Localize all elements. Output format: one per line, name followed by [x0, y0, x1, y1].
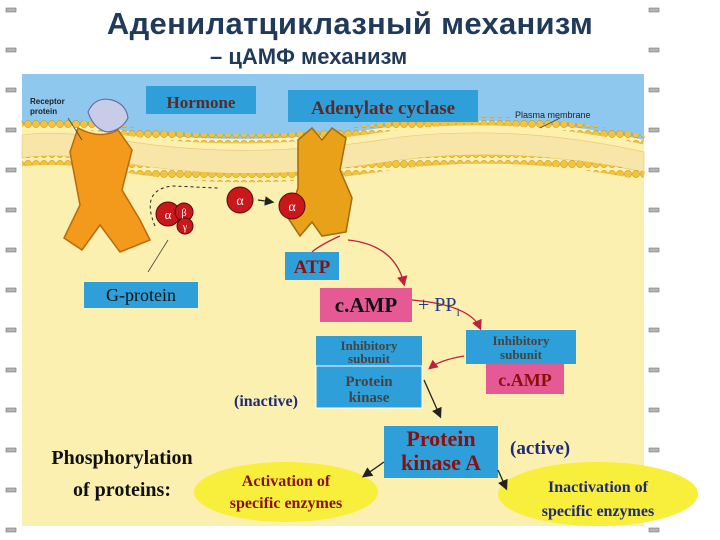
- g-alpha-moving-1-symbol: α: [236, 194, 244, 209]
- ppi-label: + PPi: [418, 294, 461, 319]
- inhibitory-left-1: Inhibitory: [340, 338, 398, 353]
- adenylate-cyclase-protein: [287, 126, 353, 238]
- inhibitory-subunit-right-box: [466, 330, 576, 364]
- inhibitory-right-1: Inhibitory: [492, 333, 550, 348]
- camp-label: c.AMP: [335, 293, 398, 317]
- cyclase-to-camp-arrow: [347, 239, 408, 287]
- g-alpha-symbol: α: [165, 207, 172, 222]
- binder-rings-left: [5, 7, 17, 533]
- inactive-label: (inactive): [234, 393, 298, 410]
- g-protein-path-arrow: [149, 185, 219, 227]
- active-label: (active): [510, 438, 570, 459]
- kinase-to-active-arrow: [423, 379, 442, 419]
- receptor-protein-label-2: protein: [30, 107, 57, 116]
- protein-kinase-left-2: kinase: [349, 390, 390, 406]
- page-title: Аденилатциклазный механизм: [106, 6, 594, 41]
- g-protein-label: G-protein: [106, 285, 176, 305]
- phosphorylation-label-2: of proteins:: [73, 479, 171, 501]
- g-alpha-moving-2-symbol: α: [288, 200, 296, 215]
- phosphorylation-label-1: Phosphorylation: [51, 447, 192, 469]
- inhibitory-left-2: subunit: [348, 351, 391, 366]
- kinase-to-inactivation-arrow: [497, 469, 508, 491]
- plasma-membrane-label: Plasma membrane: [515, 110, 591, 120]
- inactivation-label-2: specific enzymes: [542, 503, 654, 520]
- camp-right-label: c.AMP: [498, 370, 551, 390]
- camp-to-inhibitory-arrow: [411, 299, 482, 331]
- receptor-protein-label-1: Receptor: [30, 97, 65, 106]
- g-protein-pointer: [147, 239, 169, 273]
- g-gamma-symbol: γ: [182, 222, 188, 233]
- protein-kinase-a-1: Protein: [406, 426, 475, 451]
- inactivation-label-1: Inactivation of: [548, 479, 649, 496]
- inhibitory-subunit-left-box: [316, 336, 422, 366]
- camp-label-box: [320, 288, 412, 322]
- inhibitory-right-2: subunit: [500, 347, 543, 362]
- activation-label-1: Activation of: [242, 473, 331, 490]
- hormone-molecule: [87, 98, 129, 133]
- page-subtitle: – цАМФ механизм: [210, 44, 408, 69]
- protein-kinase-a-2: kinase A: [401, 450, 481, 475]
- g-gamma-subunit: [176, 217, 194, 235]
- g-beta-symbol: β: [181, 208, 186, 219]
- atp-label-box: [285, 252, 339, 280]
- protein-kinase-a-box: [384, 426, 498, 478]
- protein-kinase-left-1: Protein: [345, 374, 393, 390]
- protein-kinase-left-box: [315, 365, 423, 409]
- g-protein-label-box: [84, 282, 198, 308]
- inactivation-oval: [498, 462, 698, 526]
- receptor-pointer: [67, 117, 83, 141]
- activation-oval: [194, 462, 378, 522]
- activation-label-2: specific enzymes: [230, 495, 342, 512]
- atp-label: ATP: [294, 257, 331, 278]
- cyclase-to-atp-arrow: [311, 235, 341, 253]
- hormone-label: Hormone: [167, 93, 236, 112]
- camp-bind-arrow: [428, 355, 465, 370]
- g-alpha-moving-1: [226, 186, 254, 214]
- adenylate-cyclase-label-box: [288, 90, 478, 122]
- adenylate-cyclase-label: Adenylate cyclase: [311, 98, 455, 119]
- camp-right-box: [486, 364, 564, 394]
- kinase-to-activation-arrow: [361, 461, 385, 478]
- g-alpha-moving-2: [278, 192, 306, 220]
- membrane-pointer: [539, 117, 561, 129]
- hormone-label-box: [146, 86, 256, 114]
- receptor-protein: [63, 126, 152, 253]
